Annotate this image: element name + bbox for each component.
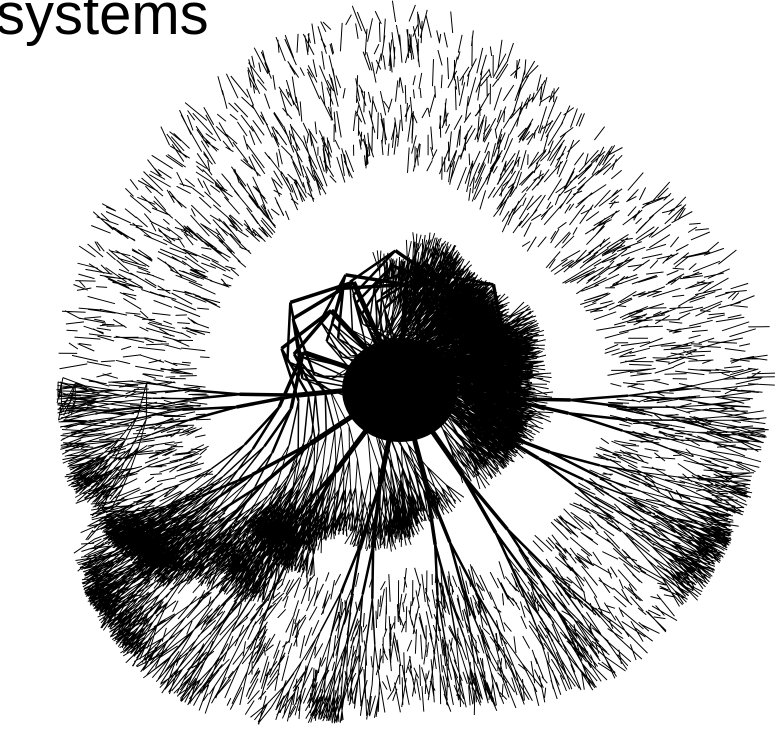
tree-branch-group — [56, 1, 775, 725]
tree-branches — [56, 1, 775, 725]
